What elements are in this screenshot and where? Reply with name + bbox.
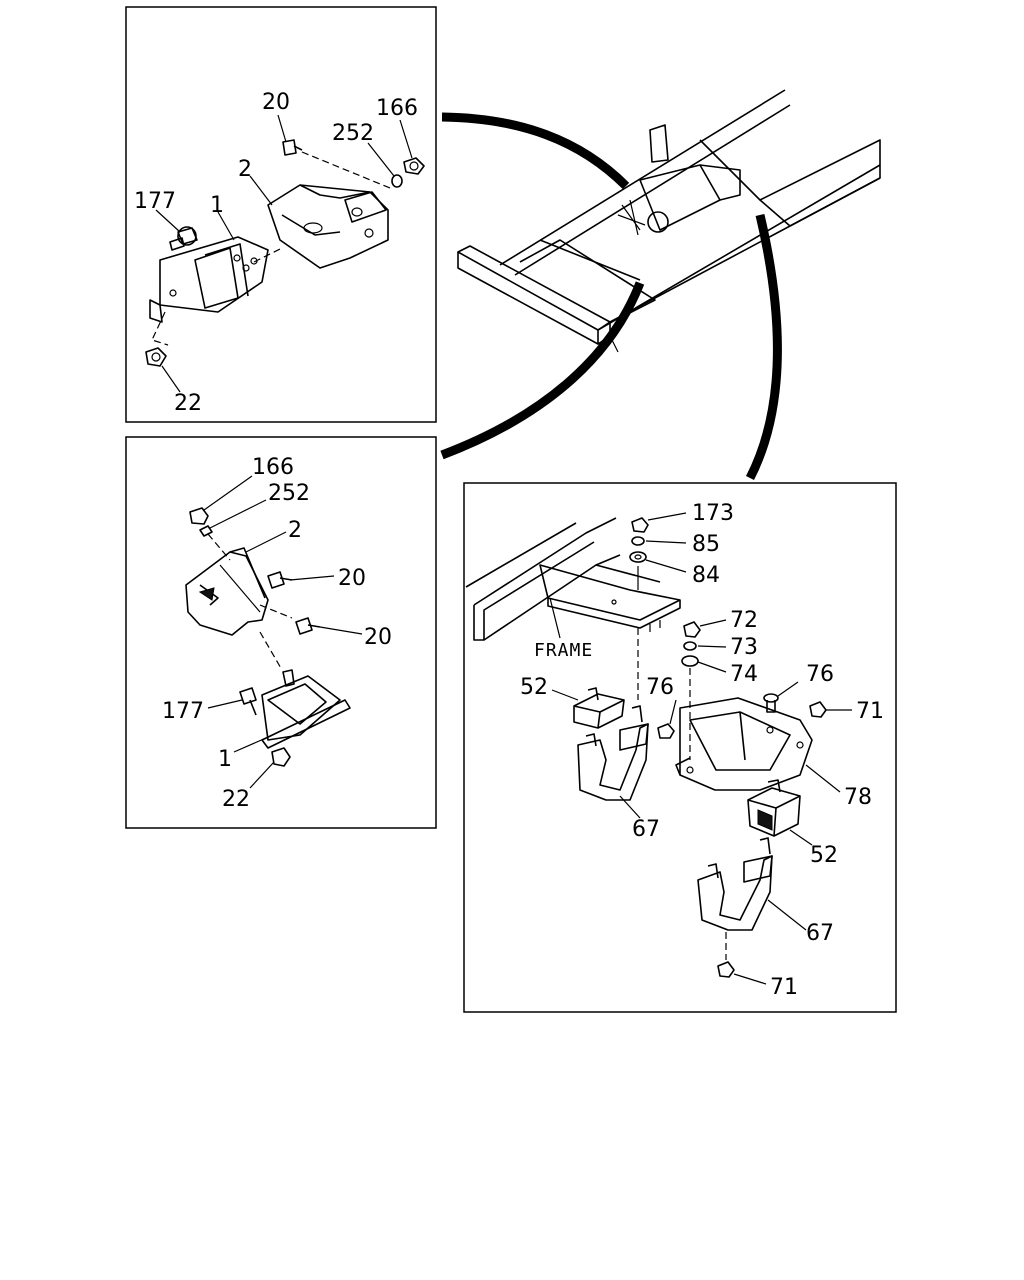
nut-part (717, 961, 735, 978)
callout-label: 67 (632, 817, 660, 842)
callout-arc-top (441, 112, 630, 190)
bolt-part (282, 139, 303, 156)
callout-label: 177 (134, 189, 176, 214)
mount-bracket-part (697, 837, 773, 931)
callout-label: 1 (210, 193, 224, 218)
callout-label: 252 (332, 121, 374, 146)
flat-washer-part (629, 551, 647, 563)
crossmember-bracket-part (675, 697, 813, 791)
callout-label: 166 (376, 96, 418, 121)
bolt-part (295, 617, 321, 635)
callout-label: 1 (218, 747, 232, 772)
engine-bracket-part (185, 547, 269, 636)
callout-label: 166 (252, 455, 294, 480)
lock-washer-part (391, 174, 403, 188)
callout-label: 22 (222, 787, 250, 812)
callout-label: 71 (856, 699, 884, 724)
mount-bracket-part (577, 705, 649, 801)
nut-part (271, 747, 291, 767)
callout-arc-middle (440, 281, 645, 460)
nut-part (809, 701, 827, 718)
callout-label: 76 (806, 662, 834, 687)
engine-mount-part (261, 669, 351, 749)
nut-part (683, 621, 701, 638)
nut-part (631, 517, 649, 533)
detail-panel-bottom-right (463, 482, 897, 1013)
engine-mount-part (149, 236, 269, 323)
callout-label: 78 (844, 785, 872, 810)
detail-panel-middle-left (125, 436, 437, 829)
bolt-part (763, 693, 779, 713)
lock-washer-part (683, 641, 697, 651)
callout-label: 73 (730, 635, 758, 660)
callout-label: 22 (174, 391, 202, 416)
lock-washer-part (199, 525, 213, 537)
bolt-part (239, 687, 257, 716)
callout-label: 85 (692, 532, 720, 557)
engine-bracket-part (267, 184, 389, 269)
callout-label: 74 (730, 662, 758, 687)
lock-washer-part (631, 536, 645, 546)
callout-label: 2 (238, 157, 252, 182)
callout-label: 20 (262, 90, 290, 115)
callout-label: 2 (288, 518, 302, 543)
callout-label: 177 (162, 699, 204, 724)
callout-label: 71 (770, 975, 798, 1000)
nut-part (403, 157, 425, 175)
nut-part (657, 723, 675, 739)
callout-label: 20 (364, 625, 392, 650)
top-left-parts: 20 252 166 2 177 1 22 (134, 90, 425, 416)
rubber-insulator-part (573, 687, 625, 729)
callout-label: 72 (730, 608, 758, 633)
frame-rail-part (465, 517, 681, 641)
callout-label: 84 (692, 563, 720, 588)
frame-label: FRAME (534, 640, 593, 661)
bottom-right-parts: FRAME (465, 501, 884, 1000)
callout-label: 52 (810, 843, 838, 868)
bolt-part (169, 226, 198, 251)
flat-washer-part (681, 655, 699, 667)
nut-part (189, 507, 209, 525)
callout-label: 76 (646, 675, 674, 700)
rubber-insulator-part (747, 779, 801, 837)
middle-left-parts: 166 252 2 20 20 177 1 22 (162, 455, 392, 812)
callout-arc-right (745, 213, 782, 481)
callout-label: 173 (692, 501, 734, 526)
callout-label: 52 (520, 675, 548, 700)
detail-panel-top-left (125, 6, 437, 423)
callout-label: 252 (268, 481, 310, 506)
chassis-frame-overview (457, 89, 881, 353)
bolt-part (267, 571, 293, 589)
callout-label: 20 (338, 566, 366, 591)
nut-part (145, 347, 167, 367)
callout-label: 67 (806, 921, 834, 946)
